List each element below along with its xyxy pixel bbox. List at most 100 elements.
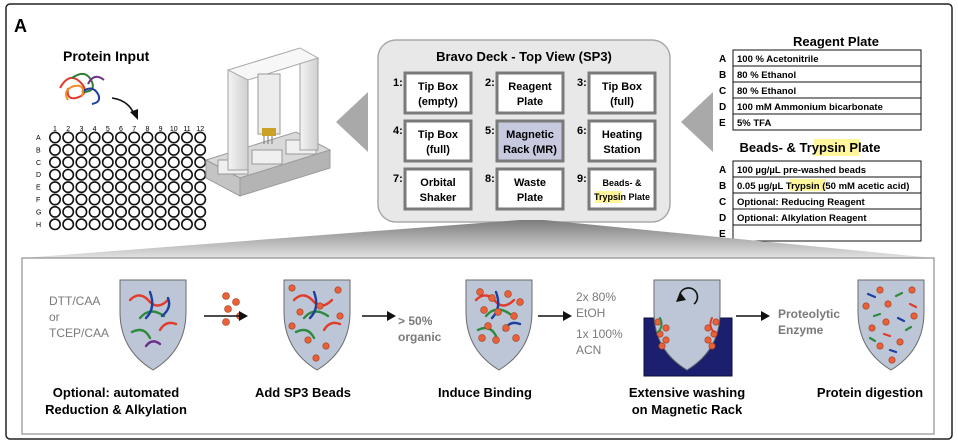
well xyxy=(141,193,154,206)
well xyxy=(62,193,75,206)
deck-slot-box xyxy=(495,167,565,211)
deck-title: Bravo Deck - Top View (SP3) xyxy=(436,49,612,64)
well xyxy=(115,131,128,144)
tube-reduction xyxy=(119,279,187,371)
well xyxy=(62,181,75,194)
left-pointer-wedge xyxy=(336,92,368,152)
well xyxy=(141,218,154,231)
well xyxy=(88,181,101,194)
deck-slot-label: Plate xyxy=(517,96,543,108)
step-caption-line: Reduction & Alkylation xyxy=(45,402,187,417)
step-caption-5: Protein digestion xyxy=(817,385,923,400)
well xyxy=(167,181,180,194)
well xyxy=(62,131,75,144)
well-column-label: 11 xyxy=(183,126,190,133)
beads-content: 100 µg/µL pre-washed beads xyxy=(737,165,866,176)
well xyxy=(75,218,88,231)
deck-slot-label: Magnetic xyxy=(506,129,554,141)
well xyxy=(48,156,61,169)
reagent-plate-title: Reagent Plate xyxy=(793,34,879,49)
well xyxy=(115,205,128,218)
row-letter: E xyxy=(719,118,726,129)
well xyxy=(115,168,128,181)
arrow-1 xyxy=(204,311,248,321)
deck-slot-number: 7: xyxy=(393,173,403,185)
deck-slot-box xyxy=(587,119,657,163)
step-caption-line: Optional: automated xyxy=(53,385,179,400)
beads-content: 0.05 µg/µL Trypsin (50 mM acetic acid) xyxy=(737,181,909,192)
well xyxy=(154,143,167,156)
well xyxy=(62,143,75,156)
deck-slot-label: Shaker xyxy=(420,192,457,204)
zoom-funnel xyxy=(22,220,934,258)
well xyxy=(62,218,75,231)
trypsin-title-highlight xyxy=(814,139,859,156)
well xyxy=(194,218,207,231)
well xyxy=(128,218,141,231)
well xyxy=(194,156,207,169)
well xyxy=(62,168,75,181)
well xyxy=(115,181,128,194)
well xyxy=(88,193,101,206)
well xyxy=(181,193,194,206)
deck-slot-label: Tip Box xyxy=(418,129,459,141)
well xyxy=(48,131,61,144)
beads-cell xyxy=(732,224,922,242)
step-caption-3: Induce Binding xyxy=(438,385,532,400)
well xyxy=(181,168,194,181)
reagent-name: 100 mM Ammonium bicarbonate xyxy=(737,102,883,113)
well xyxy=(101,143,114,156)
well xyxy=(181,156,194,169)
well-row-label: D xyxy=(36,172,41,179)
bravo-robot-image xyxy=(204,47,332,197)
well xyxy=(154,181,167,194)
well-row-label: C xyxy=(36,160,41,167)
well xyxy=(167,205,180,218)
step-caption-line: Add SP3 Beads xyxy=(255,385,351,400)
well xyxy=(88,168,101,181)
well xyxy=(88,143,101,156)
well-column-label: 9 xyxy=(159,126,163,133)
well xyxy=(88,205,101,218)
well xyxy=(181,181,194,194)
well-column-label: 2 xyxy=(66,126,70,133)
deck-slot-9: 9:Beads- &Trypsin Plate xyxy=(577,167,657,211)
curved-arrow-head xyxy=(130,109,138,120)
reagent-name: 100 % Acetonitrile xyxy=(737,54,818,65)
trypsin-highlight xyxy=(790,179,826,191)
well-column-label: 7 xyxy=(132,126,136,133)
deck-slot-label: Reagent xyxy=(508,81,552,93)
deck-slot-box xyxy=(587,71,657,115)
well xyxy=(141,143,154,156)
well xyxy=(75,205,88,218)
row-letter: A xyxy=(719,165,726,176)
well xyxy=(154,131,167,144)
well xyxy=(141,131,154,144)
note-wash: 2x 80% EtOH 1x 100% ACN xyxy=(576,290,626,357)
well xyxy=(62,156,75,169)
well xyxy=(181,131,194,144)
well xyxy=(88,218,101,231)
workflow-panel xyxy=(21,257,935,435)
deck-slot-label: Waste xyxy=(514,177,546,189)
well-column-label: 1 xyxy=(53,126,57,133)
well xyxy=(128,205,141,218)
well xyxy=(154,218,167,231)
deck-slot-label: Station xyxy=(603,144,641,156)
well xyxy=(141,168,154,181)
deck-slot-label: Rack (MR) xyxy=(503,144,557,156)
well xyxy=(181,143,194,156)
step-caption-line: Extensive washing xyxy=(629,385,745,400)
trypsin-highlight xyxy=(595,191,622,203)
well-column-label: 10 xyxy=(170,126,178,133)
step-caption-line: Induce Binding xyxy=(438,385,532,400)
well-column-label: 12 xyxy=(196,126,204,133)
